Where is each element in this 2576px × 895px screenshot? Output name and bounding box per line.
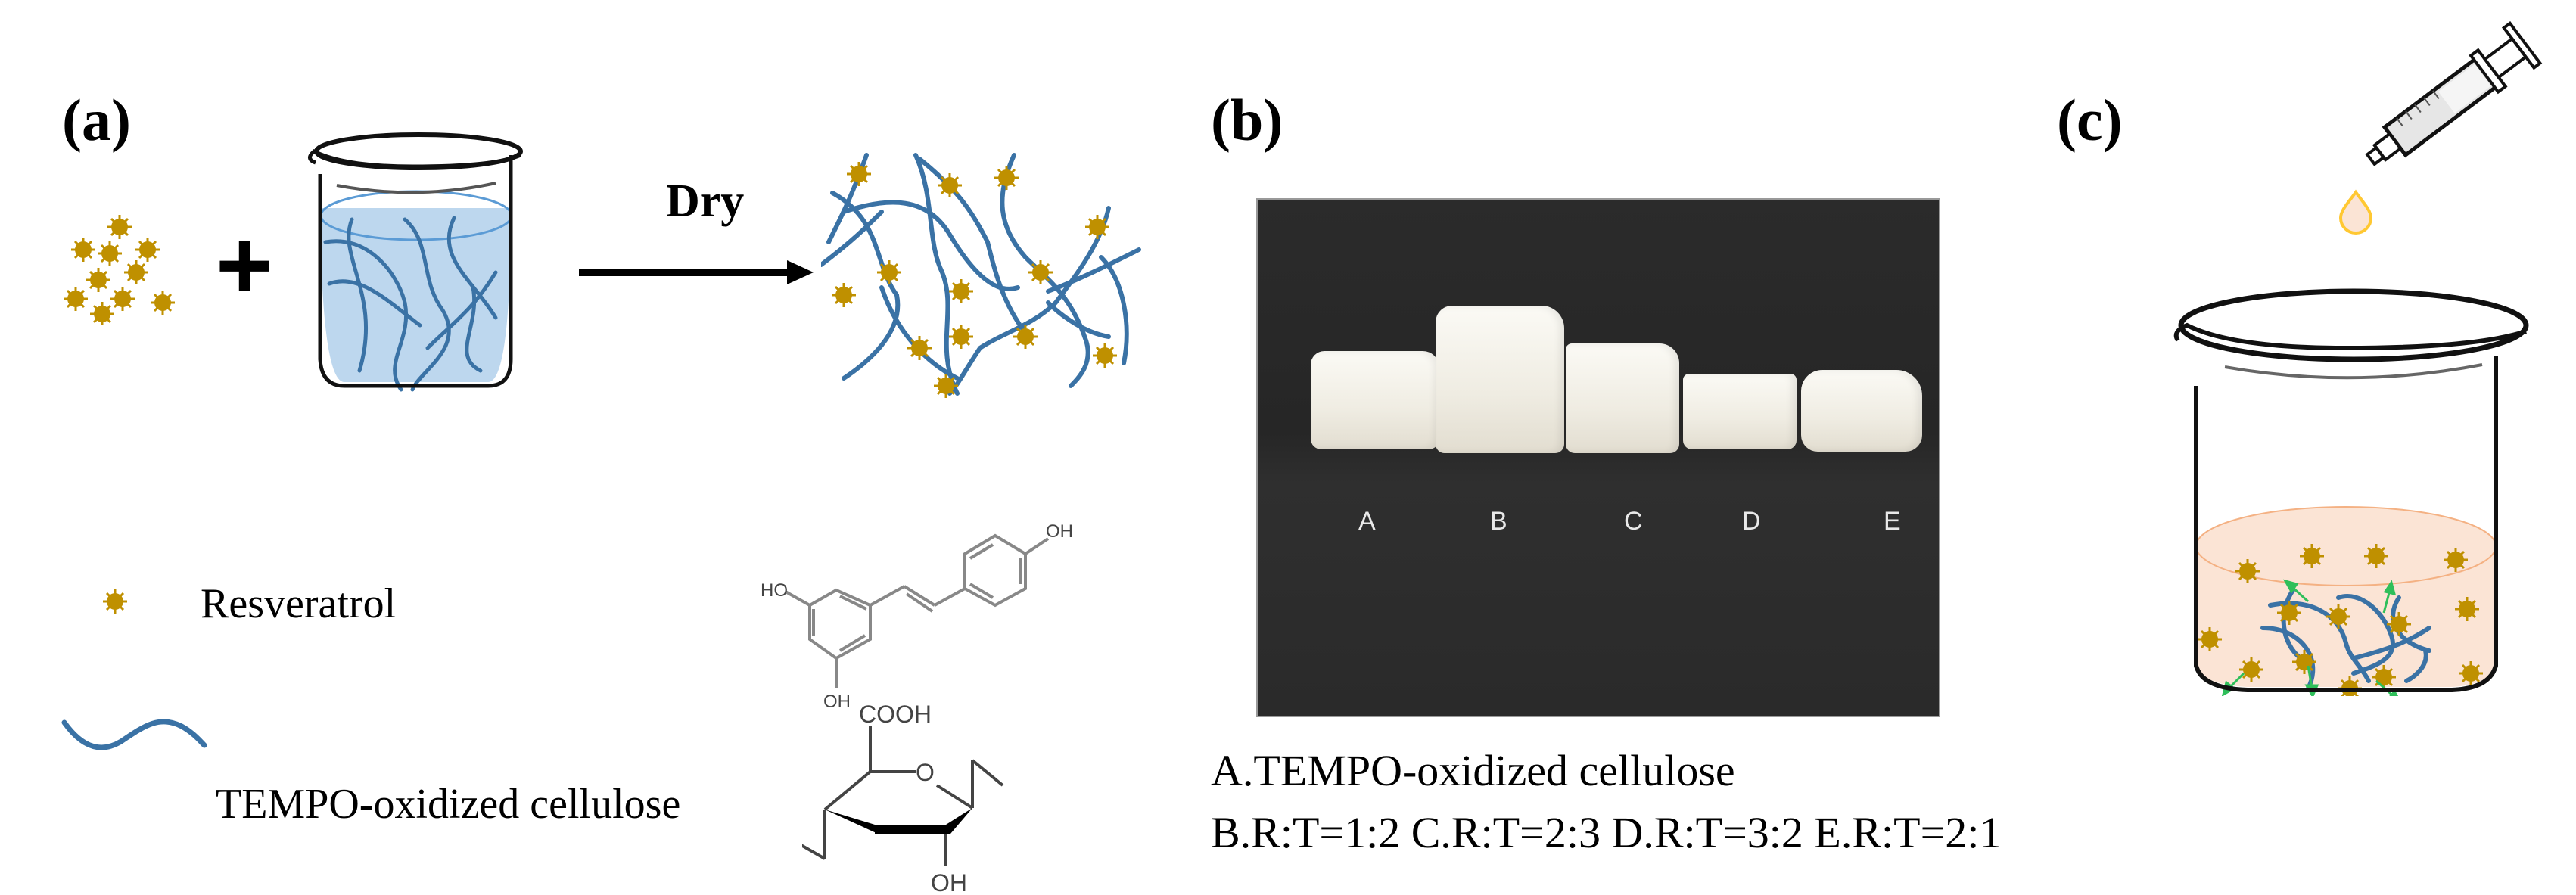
dry-arrow-icon (579, 260, 814, 284)
sample-label-d: D (1742, 507, 1761, 536)
chem-label-oh-bottom: OH (823, 691, 851, 712)
caption-line-1: A.TEMPO-oxidized cellulose (1211, 746, 1735, 795)
panel-a-label: (a) (62, 87, 131, 153)
sample-label-c: C (1624, 507, 1643, 536)
sample-c (1566, 343, 1679, 453)
beaker-cellulose-solution (308, 132, 523, 392)
dry-label: Dry (666, 176, 745, 227)
resveratrol-structure: HO OH OH (761, 521, 1073, 712)
sample-photo: A B C D E (1256, 198, 1940, 717)
caption-line-2: B.R:T=1:2 C.R:T=2:3 D.R:T=3:2 E.R:T=2:1 (1211, 808, 2002, 857)
sample-e (1801, 370, 1922, 452)
sample-label-a: A (1358, 507, 1376, 536)
release-beaker (2173, 288, 2529, 696)
panel-b-label: (b) (1211, 87, 1283, 153)
chem-label-ring-o: O (916, 759, 935, 786)
chem-label-ho: HO (761, 580, 788, 601)
plus-sign: + (216, 210, 273, 320)
chem-label-oh: OH (931, 869, 967, 895)
dried-network-icon (821, 153, 1141, 399)
syringe-icon (2365, 21, 2543, 166)
cellulose-legend-icon (61, 719, 207, 750)
chem-label-oh-top: OH (1046, 521, 1073, 542)
resveratrol-legend-label: Resveratrol (201, 580, 397, 627)
resveratrol-legend-icon (101, 588, 129, 615)
sample-b (1436, 306, 1564, 453)
chem-label-cooh: COOH (859, 701, 932, 728)
sample-label-e: E (1884, 507, 1901, 536)
drop-icon (2338, 189, 2373, 235)
sample-d (1683, 374, 1797, 449)
panel-c-label: (c) (2057, 87, 2123, 153)
cellulose-unit-structure: COOH O OH (802, 701, 1004, 895)
sample-a (1311, 351, 1439, 449)
resveratrol-particles-icon (62, 213, 176, 325)
cellulose-legend-label: TEMPO-oxidized cellulose (216, 781, 681, 828)
sample-label-b: B (1490, 507, 1507, 536)
